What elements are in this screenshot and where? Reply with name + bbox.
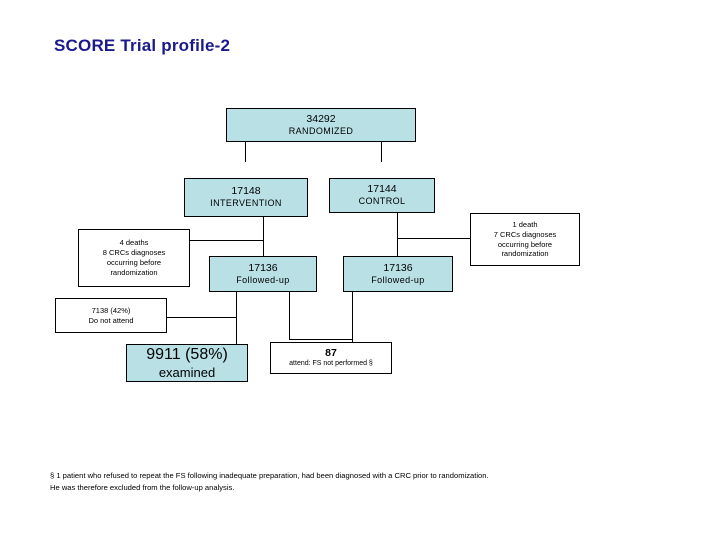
control-exclusions-line3: occurring before xyxy=(497,239,553,249)
fs-not-performed-count: 87 xyxy=(325,347,337,360)
node-control-label: CONTROL xyxy=(358,196,406,207)
connector-intervention-branch-left xyxy=(189,240,264,241)
node-intervention-exclusions: 4 deaths 8 CRCs diagnoses occurring befo… xyxy=(78,229,190,287)
node-fs-not-performed: 87 attend: FS not performed § xyxy=(270,342,392,374)
do-not-attend-count: 7138 (42%) xyxy=(91,305,131,315)
node-control: 17144 CONTROL xyxy=(329,178,435,213)
connector-randomized-down xyxy=(245,141,246,162)
connector-followup-attend-down xyxy=(289,292,290,339)
node-control-exclusions: 1 death 7 CRCs diagnoses occurring befor… xyxy=(470,213,580,266)
examined-count: 9911 (58%) xyxy=(146,345,228,363)
control-followup-label: Followed-up xyxy=(371,274,425,285)
page-title: SCORE Trial profile-2 xyxy=(54,36,231,55)
node-intervention-followup: 17136 Followed-up xyxy=(209,256,317,292)
node-randomized: 34292 RANDOMIZED xyxy=(226,108,416,142)
footnote: § 1 patient who refused to repeat the FS… xyxy=(50,470,690,494)
connector-control-followup-down xyxy=(352,292,353,342)
intervention-exclusions-line4: randomization xyxy=(110,267,158,277)
node-randomized-label: RANDOMIZED xyxy=(288,125,354,136)
node-randomized-count: 34292 xyxy=(306,112,336,125)
node-intervention: 17148 INTERVENTION xyxy=(184,178,308,217)
connector-control-branch-right xyxy=(397,238,471,239)
connector-intervention-down xyxy=(263,216,264,256)
intervention-followup-count: 17136 xyxy=(248,261,278,274)
intervention-exclusions-line1: 4 deaths xyxy=(119,238,149,248)
control-exclusions-line4: randomization xyxy=(501,249,549,259)
connector-randomized-down-right xyxy=(381,141,382,162)
fs-not-performed-label: attend: FS not performed § xyxy=(289,360,373,368)
node-intervention-count: 17148 xyxy=(231,185,261,198)
node-intervention-label: INTERVENTION xyxy=(210,198,282,209)
control-exclusions-line1: 1 death xyxy=(512,219,538,229)
node-control-count: 17144 xyxy=(367,183,397,196)
footnote-line-2: He was therefore excluded from the follo… xyxy=(50,482,235,492)
connector-followup-down xyxy=(236,292,237,344)
control-followup-count: 17136 xyxy=(383,261,413,274)
node-do-not-attend: 7138 (42%) Do not attend xyxy=(55,298,167,333)
intervention-followup-label: Followed-up xyxy=(236,274,290,285)
connector-attend-across xyxy=(289,339,352,340)
intervention-exclusions-line3: occurring before xyxy=(106,258,162,267)
node-examined: 9911 (58%) examined xyxy=(126,344,248,382)
intervention-exclusions-line2: 8 CRCs diagnoses xyxy=(102,248,166,258)
connector-donotattend-branch xyxy=(167,317,237,318)
connector-control-down xyxy=(397,212,398,256)
examined-label: examined xyxy=(158,364,216,380)
control-exclusions-line2: 7 CRCs diagnoses xyxy=(493,229,557,239)
footnote-line-1: § 1 patient who refused to repeat the FS… xyxy=(50,471,489,480)
node-control-followup: 17136 Followed-up xyxy=(343,256,453,292)
do-not-attend-label: Do not attend xyxy=(88,315,134,325)
